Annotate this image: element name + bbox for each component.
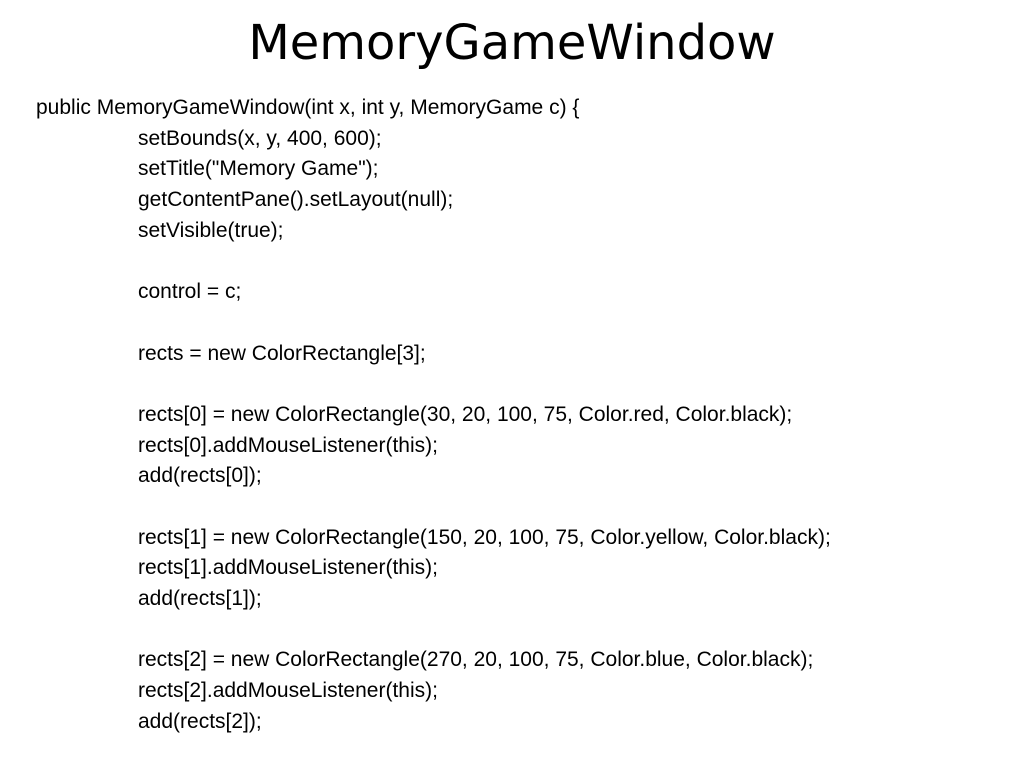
code-line (36, 246, 1016, 277)
code-line: add(rects[0]); (138, 464, 262, 488)
code-line: setBounds(x, y, 400, 600); (138, 126, 382, 150)
code-line (36, 308, 1016, 339)
code-block: public MemoryGameWindow(int x, int y, Me… (36, 93, 1016, 737)
code-line: public MemoryGameWindow(int x, int y, Me… (36, 96, 580, 119)
code-line: rects[2] = new ColorRectangle(270, 20, 1… (138, 648, 814, 672)
code-line: getContentPane().setLayout(null); (138, 188, 454, 212)
code-line: add(rects[1]); (138, 587, 262, 610)
code-line (36, 615, 1016, 646)
code-line: setVisible(true); (138, 218, 284, 242)
code-line: rects[0] = new ColorRectangle(30, 20, 10… (138, 402, 793, 426)
code-line (36, 369, 1016, 400)
code-line: rects = new ColorRectangle[3]; (138, 341, 426, 365)
code-line: setTitle("Memory Game"); (138, 157, 379, 181)
code-line: rects[0].addMouseListener(this); (138, 433, 438, 457)
code-line: rects[1].addMouseListener(this); (138, 556, 438, 580)
code-line (36, 492, 1016, 523)
code-line: control = c; (138, 280, 242, 304)
code-line: rects[1] = new ColorRectangle(150, 20, 1… (138, 525, 831, 549)
code-line: add(rects[2]); (138, 709, 262, 733)
slide-title: MemoryGameWindow (248, 15, 776, 71)
code-line: rects[2].addMouseListener(this); (138, 679, 438, 703)
